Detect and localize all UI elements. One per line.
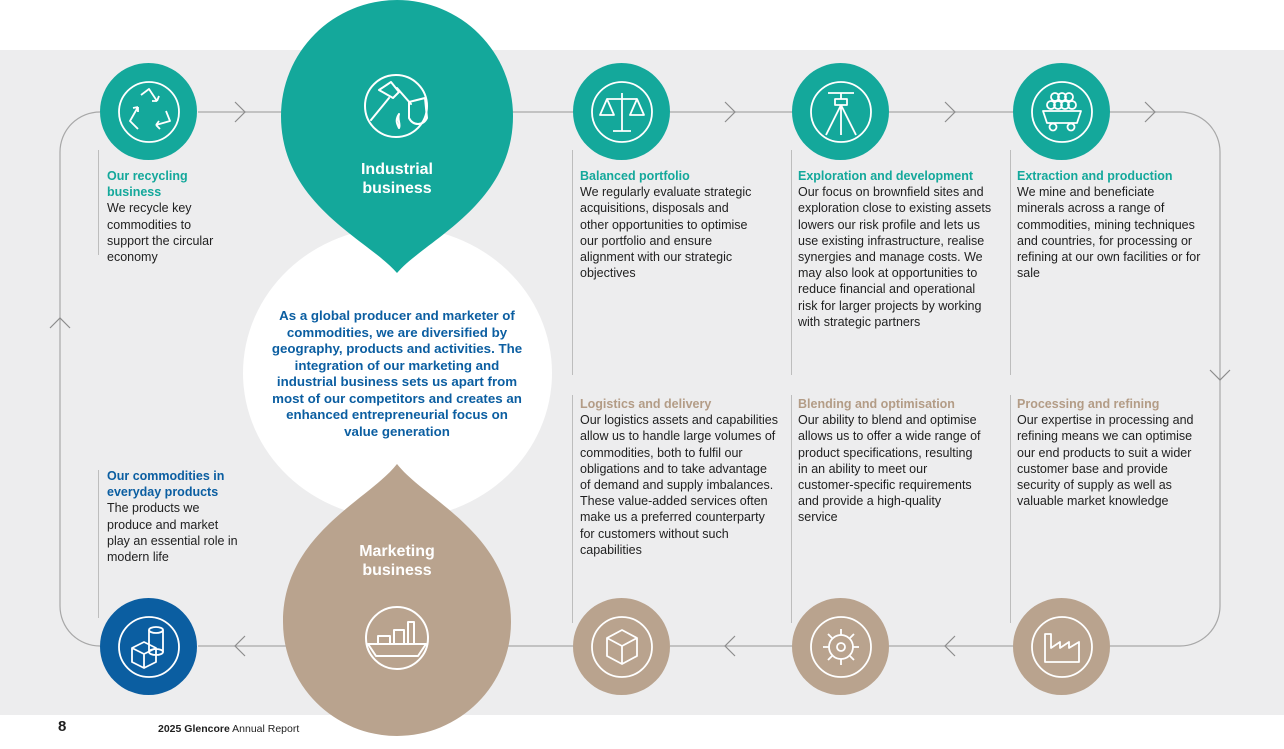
recycling-block: Our recycling business We recycle key co… — [107, 168, 247, 265]
marketing-business-title: Marketing business — [359, 543, 435, 579]
center-statement: As a global producer and marketer of com… — [271, 308, 523, 439]
processing-description: Our expertise in processing and refining… — [1017, 413, 1194, 509]
everyday-title-line2: everyday products — [107, 485, 219, 500]
balanced-block: Balanced portfolio We regularly evaluate… — [580, 168, 780, 281]
report-title-rest: Annual Report — [229, 723, 300, 735]
divider — [1010, 395, 1011, 623]
box-icon — [590, 615, 653, 678]
arrow-right-icon — [234, 101, 246, 123]
recycling-title-line2: business — [107, 185, 162, 200]
mine-cart-icon — [1030, 80, 1093, 143]
exploration-description: Our focus on brownfield sites and explor… — [798, 185, 992, 329]
exploration-block: Exploration and development Our focus on… — [798, 168, 998, 330]
arrow-right-icon — [724, 101, 736, 123]
blending-title: Blending and optimisation — [798, 397, 955, 411]
exploration-circle — [792, 63, 889, 160]
recycling-circle — [100, 63, 197, 160]
everyday-products-circle — [100, 598, 197, 695]
page-number: 8 — [58, 718, 67, 735]
divider — [98, 470, 99, 618]
marketing-business-drop — [283, 464, 511, 736]
divider — [791, 395, 792, 623]
blending-circle — [792, 598, 889, 695]
scales-icon — [590, 80, 653, 143]
divider — [791, 150, 792, 375]
processing-circle — [1013, 598, 1110, 695]
arrow-left-icon — [944, 635, 956, 657]
arrow-left-icon — [234, 635, 246, 657]
arrow-left-icon — [724, 635, 736, 657]
everyday-description: The products we produce and market play … — [107, 501, 238, 565]
factory-icon — [1030, 615, 1093, 678]
gear-icon — [809, 615, 872, 678]
balanced-title: Balanced portfolio — [580, 169, 690, 183]
balanced-portfolio-circle — [573, 63, 670, 160]
arrow-down-icon — [1209, 369, 1231, 381]
arrow-right-icon — [944, 101, 956, 123]
process-loop-lines — [49, 101, 1231, 657]
recycling-description: We recycle key commodities to support th… — [107, 201, 214, 265]
barrels-box-icon — [117, 615, 180, 678]
report-title: 2025 Glencore Annual Report — [158, 723, 299, 735]
processing-block: Processing and refining Our expertise in… — [1017, 396, 1217, 509]
logistics-description: Our logistics assets and capabilities al… — [580, 413, 779, 557]
divider — [98, 150, 99, 255]
logistics-block: Logistics and delivery Our logistics ass… — [580, 396, 780, 558]
processing-title: Processing and refining — [1017, 397, 1160, 411]
blending-block: Blending and optimisation Our ability to… — [798, 396, 998, 526]
hammer-ladle-icon — [364, 74, 428, 138]
blending-description: Our ability to blend and optimise allows… — [798, 413, 981, 525]
arrow-up-icon — [49, 317, 71, 329]
exploration-title: Exploration and development — [798, 169, 974, 183]
report-title-bold: 2025 Glencore — [158, 723, 230, 735]
balanced-description: We regularly evaluate strategic acquisit… — [580, 185, 752, 281]
arrow-right-icon — [1144, 101, 1156, 123]
logistics-circle — [573, 598, 670, 695]
extraction-description: We mine and beneficiate minerals across … — [1017, 185, 1201, 281]
divider — [572, 150, 573, 375]
extraction-circle — [1013, 63, 1110, 160]
everyday-title-line1: Our commodities in — [107, 469, 225, 483]
everyday-block: Our commodities in everyday products The… — [107, 468, 247, 565]
divider — [1010, 150, 1011, 375]
tripod-icon — [809, 80, 872, 143]
divider — [572, 395, 573, 623]
recycling-title-line1: Our recycling — [107, 169, 188, 183]
industrial-business-title: Industrial business — [360, 161, 433, 197]
extraction-block: Extraction and production We mine and be… — [1017, 168, 1217, 281]
logistics-title: Logistics and delivery — [580, 397, 712, 411]
extraction-title: Extraction and production — [1017, 169, 1173, 183]
ship-icon — [365, 606, 429, 670]
recycle-icon — [117, 80, 180, 143]
industrial-business-drop — [281, 0, 513, 273]
